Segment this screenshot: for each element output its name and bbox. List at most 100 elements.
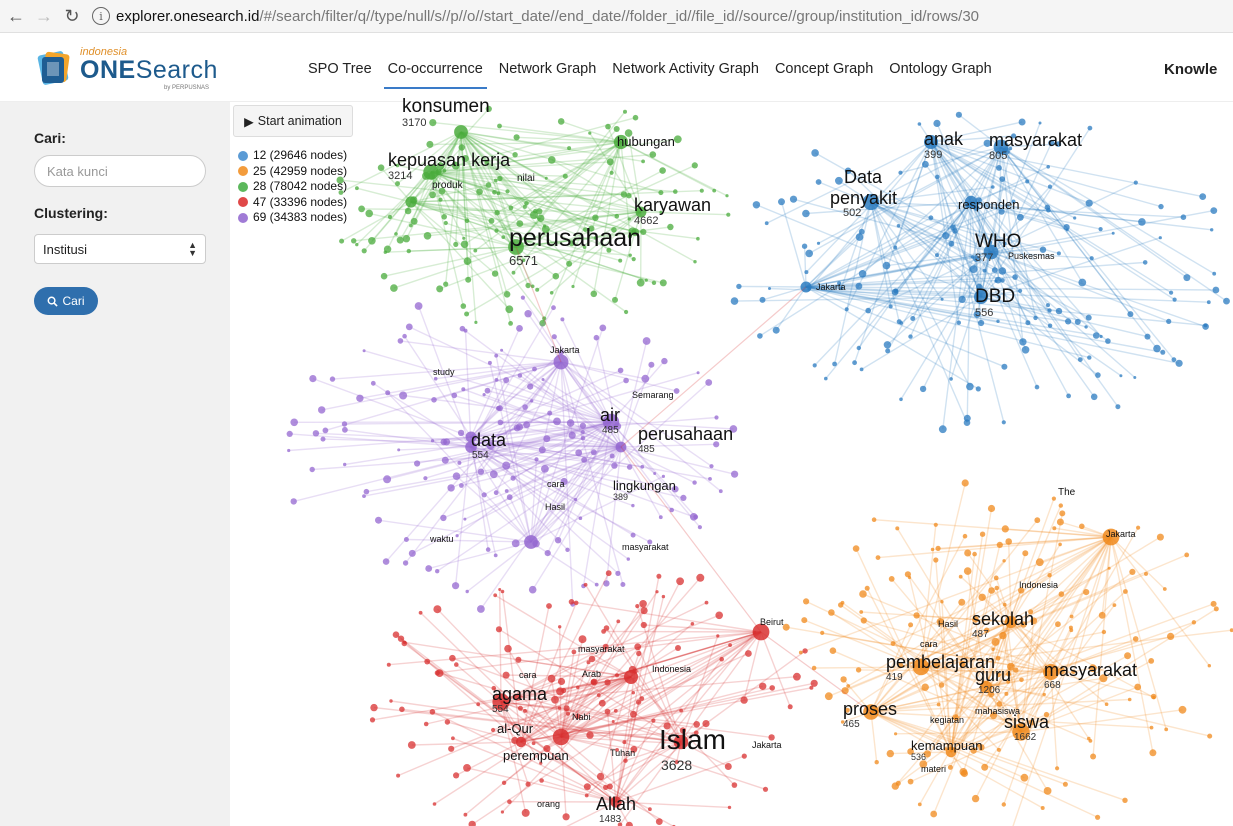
graph-node[interactable] <box>1013 667 1019 673</box>
graph-node[interactable] <box>530 399 534 403</box>
node-label[interactable]: anak <box>924 129 964 149</box>
graph-node[interactable] <box>554 537 562 544</box>
graph-node[interactable] <box>896 319 902 325</box>
graph-node[interactable] <box>1199 193 1207 200</box>
graph-node[interactable] <box>1129 568 1136 575</box>
graph-node[interactable] <box>933 661 941 669</box>
graph-node[interactable] <box>930 810 938 818</box>
info-icon[interactable]: i <box>92 7 110 25</box>
node-label[interactable]: perusahaan <box>638 424 734 444</box>
graph-node[interactable] <box>1172 297 1177 302</box>
node-label[interactable]: perusahaan <box>509 224 642 252</box>
graph-node[interactable] <box>891 288 899 296</box>
graph-hub-node[interactable] <box>524 535 538 549</box>
graph-node[interactable] <box>859 610 864 614</box>
graph-node[interactable] <box>936 702 941 707</box>
graph-node[interactable] <box>568 431 576 439</box>
graph-node[interactable] <box>731 782 738 788</box>
graph-node[interactable] <box>497 123 502 129</box>
node-label[interactable]: study <box>433 367 455 377</box>
graph-node[interactable] <box>494 228 499 233</box>
graph-node[interactable] <box>465 589 469 594</box>
search-input[interactable] <box>34 155 206 187</box>
graph-node[interactable] <box>1077 357 1083 362</box>
graph-node[interactable] <box>1058 667 1065 675</box>
node-label[interactable]: masyarakat <box>989 130 1083 150</box>
graph-node[interactable] <box>425 565 433 572</box>
graph-node[interactable] <box>987 504 996 513</box>
graph-node[interactable] <box>661 594 666 599</box>
graph-node[interactable] <box>1062 781 1068 787</box>
graph-node[interactable] <box>493 593 498 598</box>
graph-node[interactable] <box>290 418 298 427</box>
node-label[interactable]: pembelajaran <box>886 652 996 672</box>
graph-node[interactable] <box>544 550 551 557</box>
graph-node[interactable] <box>680 494 687 501</box>
graph-node[interactable] <box>571 649 577 655</box>
graph-node[interactable] <box>525 781 531 787</box>
graph-node[interactable] <box>990 712 997 720</box>
graph-node[interactable] <box>958 574 963 579</box>
graph-node[interactable] <box>971 794 980 803</box>
graph-node[interactable] <box>592 214 599 221</box>
graph-node[interactable] <box>524 310 532 318</box>
graph-node[interactable] <box>815 179 822 185</box>
graph-node[interactable] <box>940 297 944 301</box>
graph-node[interactable] <box>999 631 1007 640</box>
graph-node[interactable] <box>414 460 421 467</box>
graph-node[interactable] <box>618 258 623 263</box>
graph-node[interactable] <box>696 573 705 582</box>
graph-node[interactable] <box>1001 525 1009 533</box>
graph-node[interactable] <box>694 730 699 736</box>
graph-node[interactable] <box>1071 669 1076 674</box>
co-occurrence-graph[interactable] <box>231 102 1233 826</box>
graph-node[interactable] <box>602 643 609 650</box>
graph-node[interactable] <box>343 462 347 467</box>
graph-node[interactable] <box>958 295 966 303</box>
graph-node[interactable] <box>495 626 503 633</box>
graph-node[interactable] <box>828 609 835 616</box>
graph-node[interactable] <box>539 778 544 783</box>
graph-node[interactable] <box>1083 589 1090 596</box>
graph-node[interactable] <box>973 310 981 318</box>
graph-node[interactable] <box>846 684 851 688</box>
graph-node[interactable] <box>759 296 766 303</box>
graph-node[interactable] <box>1001 420 1006 425</box>
graph-node[interactable] <box>461 155 469 162</box>
graph-node[interactable] <box>399 391 408 400</box>
graph-node[interactable] <box>1111 231 1115 235</box>
graph-node[interactable] <box>811 149 819 157</box>
nav-knowledge-link[interactable]: Knowle <box>1164 61 1218 78</box>
graph-node[interactable] <box>1207 664 1211 668</box>
graph-node[interactable] <box>998 208 1005 215</box>
graph-node[interactable] <box>1030 617 1038 625</box>
graph-node[interactable] <box>534 457 539 462</box>
graph-node[interactable] <box>485 105 492 112</box>
graph-node[interactable] <box>596 693 601 698</box>
graph-node[interactable] <box>673 388 680 394</box>
graph-node[interactable] <box>942 232 950 240</box>
graph-node[interactable] <box>1059 510 1066 517</box>
graph-node[interactable] <box>451 736 455 741</box>
graph-node[interactable] <box>882 261 891 270</box>
graph-node[interactable] <box>991 185 995 189</box>
graph-node[interactable] <box>436 285 444 293</box>
graph-node[interactable] <box>978 744 985 751</box>
graph-node[interactable] <box>1019 677 1024 683</box>
graph-node[interactable] <box>895 780 901 786</box>
graph-node[interactable] <box>575 713 581 719</box>
graph-node[interactable] <box>897 662 904 669</box>
graph-node[interactable] <box>917 122 922 126</box>
graph-node[interactable] <box>713 441 720 448</box>
graph-node[interactable] <box>855 282 863 290</box>
graph-node[interactable] <box>938 682 945 688</box>
graph-node[interactable] <box>461 387 466 392</box>
graph-node[interactable] <box>908 622 914 628</box>
graph-node[interactable] <box>606 247 612 253</box>
graph-node[interactable] <box>1184 552 1190 558</box>
graph-node[interactable] <box>1058 591 1065 597</box>
graph-node[interactable] <box>802 209 810 218</box>
graph-node[interactable] <box>789 195 798 203</box>
graph-node[interactable] <box>397 448 401 452</box>
node-label[interactable]: proses <box>843 699 898 719</box>
